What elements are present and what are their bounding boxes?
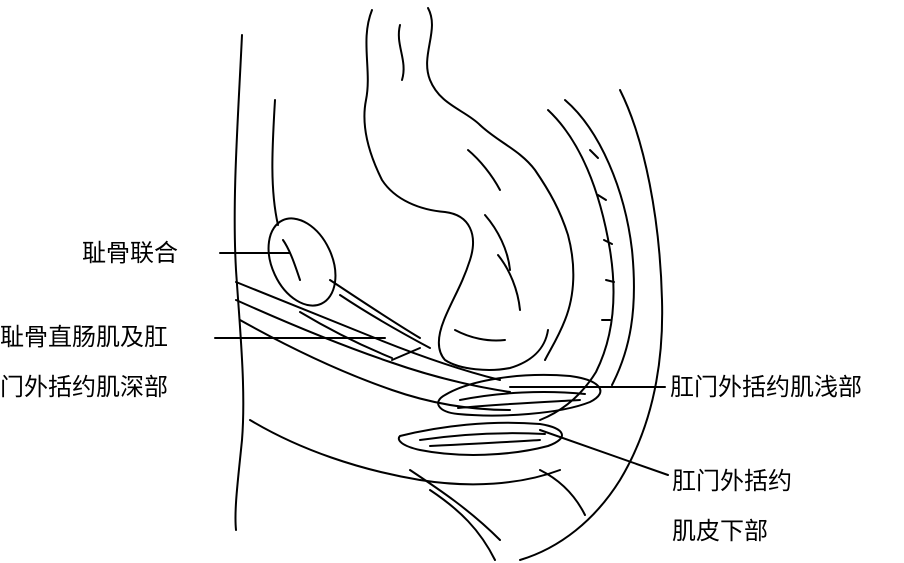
label-superficial-sphincter: 肛门外括约肌浅部 xyxy=(670,373,862,401)
sigmoid-colon-rectum xyxy=(364,8,573,370)
puborectalis-muscle xyxy=(236,280,510,410)
label-subcutaneous-sphincter-line2: 肌皮下部 xyxy=(672,517,768,545)
perineal-skin xyxy=(250,420,585,560)
anterior-body-wall xyxy=(235,35,244,530)
sacrum-coccyx xyxy=(520,90,662,560)
label-puborectalis-line2: 门外括约肌深部 xyxy=(0,373,168,401)
label-puborectalis-line1: 耻骨直肠肌及肛 xyxy=(0,323,168,351)
pubic-symphysis-shape xyxy=(255,208,348,317)
superficial-sphincter-shape xyxy=(438,375,600,416)
leader-subcutaneous-sphincter xyxy=(540,430,668,475)
label-pubic-symphysis: 耻骨联合 xyxy=(82,239,178,267)
anterior-inner-line xyxy=(272,100,278,225)
label-subcutaneous-sphincter-line1: 肛门外括约 xyxy=(672,467,792,495)
subcutaneous-sphincter-shape xyxy=(399,423,562,455)
